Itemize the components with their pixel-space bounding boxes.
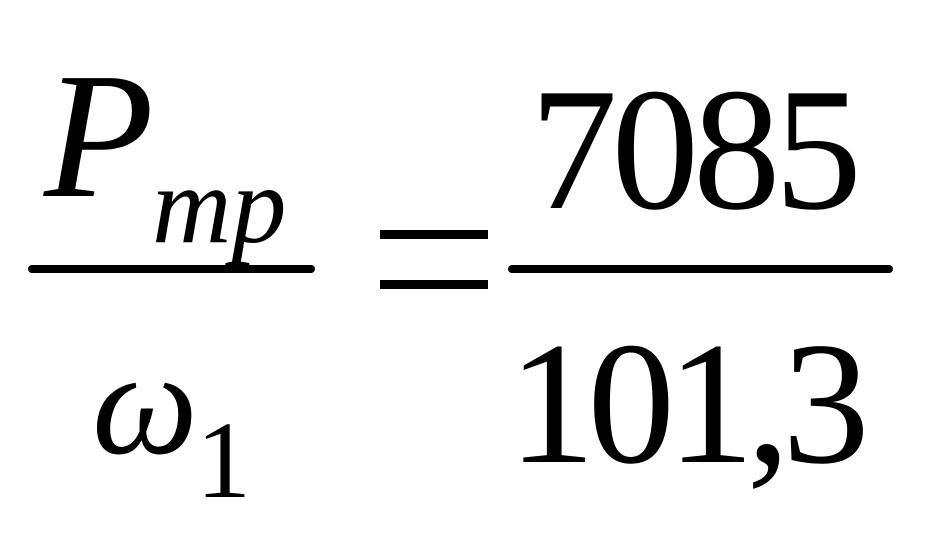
omega-subscript: 1 bbox=[196, 399, 251, 521]
equals-sign-bottom bbox=[380, 280, 488, 289]
equals-sign-top bbox=[380, 230, 488, 239]
power-subscript: тр bbox=[152, 144, 287, 266]
omega-symbol: ω bbox=[92, 320, 198, 486]
right-fraction-bar bbox=[508, 265, 893, 273]
power-symbol: P bbox=[44, 36, 154, 235]
right-numerator: 7085 bbox=[530, 52, 862, 246]
right-denominator: 101,3 bbox=[508, 306, 870, 500]
left-fraction-bar bbox=[28, 265, 315, 273]
